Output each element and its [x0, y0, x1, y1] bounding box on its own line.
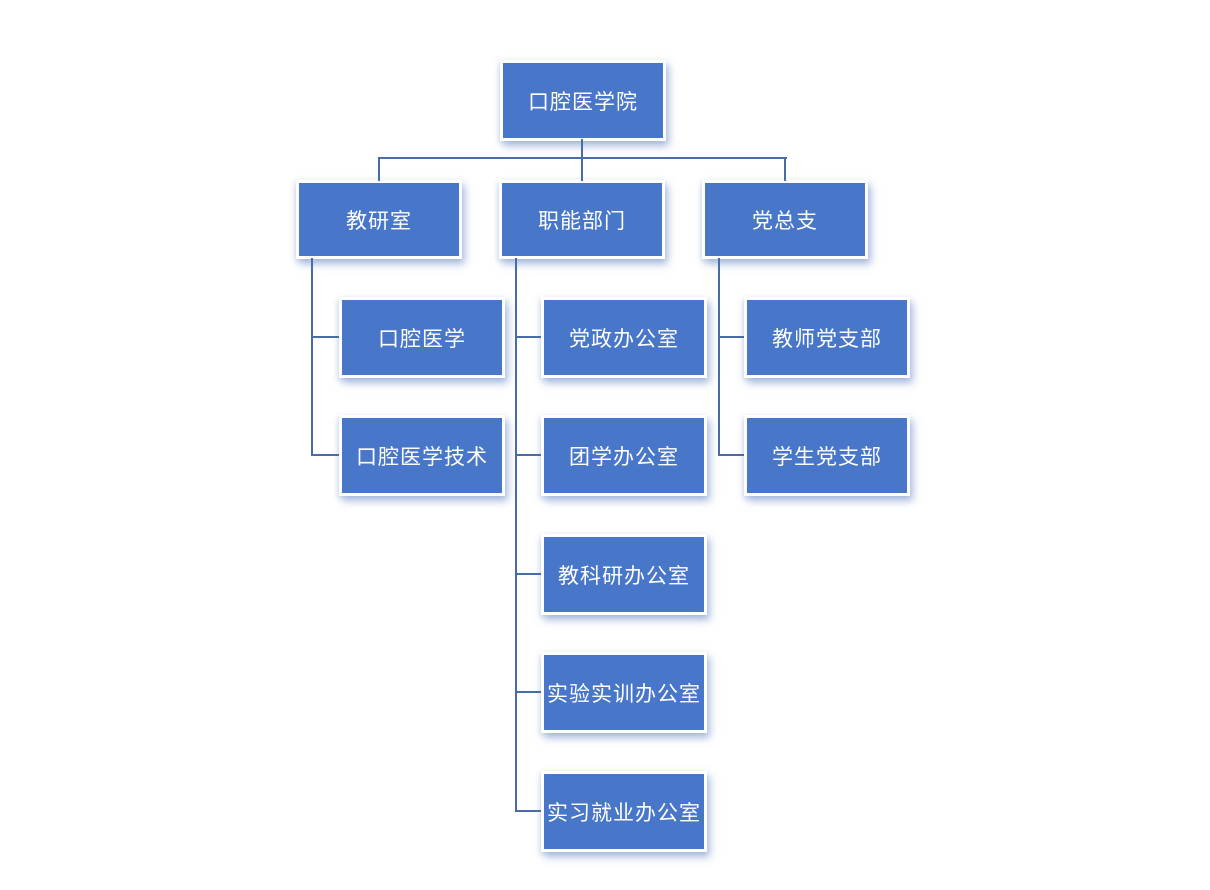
connector-line — [515, 258, 517, 812]
org-node-label: 党总支 — [752, 209, 818, 233]
connector-line — [581, 157, 583, 181]
org-leaf-node: 实验实训办公室 — [541, 652, 707, 733]
connector-line — [311, 258, 313, 456]
connector-line — [718, 454, 744, 456]
connector-line — [515, 336, 541, 338]
org-leaf-node: 学生党支部 — [744, 415, 910, 496]
connector-line — [515, 454, 541, 456]
org-root-node: 口腔医学院 — [500, 60, 666, 141]
org-leaf-node: 团学办公室 — [541, 415, 707, 496]
org-leaf-node: 实习就业办公室 — [541, 771, 707, 852]
org-node-label: 党政办公室 — [569, 327, 679, 351]
org-leaf-node: 口腔医学技术 — [339, 415, 505, 496]
connector-line — [311, 454, 339, 456]
connector-line — [581, 139, 583, 158]
org-node-label: 口腔医学院 — [528, 90, 638, 114]
org-branch-node: 职能部门 — [499, 180, 665, 259]
org-leaf-node: 教科研办公室 — [541, 534, 707, 615]
connector-line — [515, 810, 541, 812]
connector-line — [515, 573, 541, 575]
org-node-label: 口腔医学 — [378, 327, 466, 351]
org-node-label: 教科研办公室 — [558, 564, 690, 588]
org-leaf-node: 口腔医学 — [339, 297, 505, 378]
connector-line — [718, 258, 720, 456]
org-node-label: 口腔医学技术 — [356, 445, 488, 469]
connector-line — [311, 336, 339, 338]
connector-line — [378, 157, 380, 181]
org-node-label: 团学办公室 — [569, 445, 679, 469]
org-leaf-node: 教师党支部 — [744, 297, 910, 378]
connector-line — [718, 336, 744, 338]
connector-line — [784, 157, 786, 181]
connector-line — [515, 691, 541, 693]
org-node-label: 实验实训办公室 — [547, 682, 701, 706]
org-branch-node: 教研室 — [296, 180, 462, 259]
org-node-label: 实习就业办公室 — [547, 801, 701, 825]
org-node-label: 职能部门 — [538, 209, 626, 233]
org-node-label: 教师党支部 — [772, 327, 882, 351]
org-node-label: 教研室 — [346, 209, 412, 233]
org-leaf-node: 党政办公室 — [541, 297, 707, 378]
org-branch-node: 党总支 — [702, 180, 868, 259]
org-node-label: 学生党支部 — [772, 445, 882, 469]
